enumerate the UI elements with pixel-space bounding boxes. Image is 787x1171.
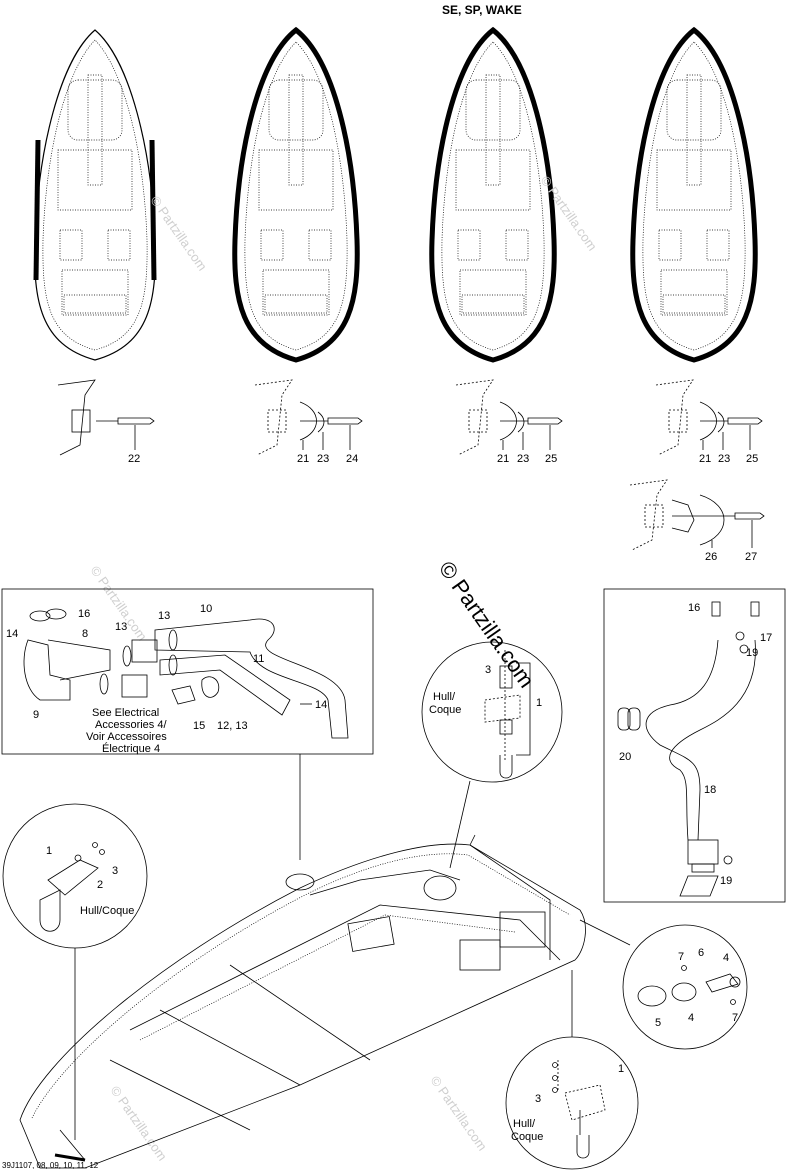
model-header: SE, SP, WAKE: [442, 3, 522, 17]
detail-left-hull-label: Hull/Coque: [80, 905, 134, 917]
callout-25: 25: [545, 453, 557, 465]
callout-25: 25: [746, 453, 758, 465]
bilge-callout-19b: 19: [720, 875, 732, 887]
fastener-detail-1: 22: [57, 379, 155, 465]
detail-right-callout-7b: 7: [732, 1012, 738, 1024]
detail-circle-top: 3 1 Hull/ Coque: [421, 641, 563, 869]
detail-top-hull-line-1: Hull/: [433, 691, 456, 703]
bilge-callout-17: 17: [760, 632, 772, 644]
detail-left-callout-3: 3: [112, 865, 118, 877]
callout-26: 26: [705, 551, 717, 563]
vent-detail-box: 16 14 13 8 13 10 11 9 14 15 12, 13 See E…: [1, 588, 374, 755]
detail-left-callout-2: 2: [97, 879, 103, 891]
detail-bottom-callout-3: 3: [535, 1093, 541, 1105]
vent-note-line-3: Voir Accessoires: [86, 731, 167, 743]
fastener-detail-5: 26 27: [629, 479, 765, 563]
callout-24: 24: [346, 453, 358, 465]
callout-21: 21: [497, 453, 509, 465]
vent-callout-9: 9: [33, 709, 39, 721]
detail-left-callout-1: 1: [46, 845, 52, 857]
callout-21: 21: [297, 453, 309, 465]
drawing-code: 39J1107, 08, 09, 10, 11, 12: [2, 1161, 99, 1170]
vent-callout-13a: 13: [115, 621, 127, 633]
bilge-callout-20: 20: [619, 751, 631, 763]
vent-callout-14b: 14: [315, 699, 327, 711]
detail-right-callout-6: 6: [698, 947, 704, 959]
callout-23: 23: [517, 453, 529, 465]
bilge-callout-16: 16: [688, 602, 700, 614]
bilge-detail-box: 16 17 19 20 18 19: [603, 588, 786, 903]
hull-top-view-3: [429, 26, 557, 363]
vent-callout-10: 10: [200, 603, 212, 615]
detail-top-callout-1: 1: [536, 697, 542, 709]
boat-isometric: [19, 834, 586, 1169]
fastener-detail-3: 21 23 25: [455, 379, 563, 465]
vent-callout-8: 8: [82, 628, 88, 640]
vent-callout-16: 16: [78, 608, 90, 620]
detail-right-callout-4b: 4: [688, 1012, 694, 1024]
vent-note-line-2: Accessories 4/: [95, 719, 167, 731]
detail-bottom-hull-line-2: Coque: [511, 1131, 543, 1143]
fastener-detail-2: 21 23 24: [254, 379, 363, 465]
detail-circle-bottom: 3 1 Hull/ Coque: [505, 970, 639, 1170]
callout-22: 22: [128, 453, 140, 465]
detail-top-hull-line-2: Coque: [429, 704, 461, 716]
bilge-callout-19a: 19: [746, 647, 758, 659]
detail-top-callout-3: 3: [485, 664, 491, 676]
vent-callout-13b: 13: [158, 610, 170, 622]
callout-23: 23: [317, 453, 329, 465]
fastener-detail-4: 21 23 25: [655, 379, 763, 465]
hull-top-view-1: [33, 29, 157, 361]
vent-callout-11: 11: [253, 653, 264, 665]
detail-right-callout-7a: 7: [678, 951, 684, 963]
vent-note-line-1: See Electrical: [92, 707, 159, 719]
watermark-2: © Partzilla.com: [538, 173, 601, 253]
vent-callout-15: 15: [193, 720, 205, 732]
hull-top-view-4: [630, 26, 758, 363]
bilge-callout-18: 18: [704, 784, 716, 796]
watermark-1: © Partzilla.com: [148, 193, 211, 273]
watermark-5: © Partzilla.com: [108, 1083, 171, 1163]
hull-top-view-2: [232, 26, 360, 363]
callout-21: 21: [699, 453, 711, 465]
detail-right-callout-4a: 4: [723, 952, 729, 964]
detail-circle-left: 1 3 2 Hull/Coque: [2, 754, 301, 1140]
detail-bottom-hull-line-1: Hull/: [513, 1118, 536, 1130]
watermark-4: © Partzilla.com: [428, 1073, 491, 1153]
callout-23: 23: [718, 453, 730, 465]
vent-note-line-4: Électrique 4: [102, 742, 160, 755]
vent-callout-12-13: 12, 13: [217, 720, 248, 732]
detail-circle-right: 7 6 4 5 4 7: [579, 919, 748, 1050]
detail-bottom-callout-1: 1: [618, 1063, 624, 1075]
vent-callout-14: 14: [6, 628, 18, 640]
detail-right-callout-5: 5: [655, 1017, 661, 1029]
callout-27: 27: [745, 551, 757, 563]
